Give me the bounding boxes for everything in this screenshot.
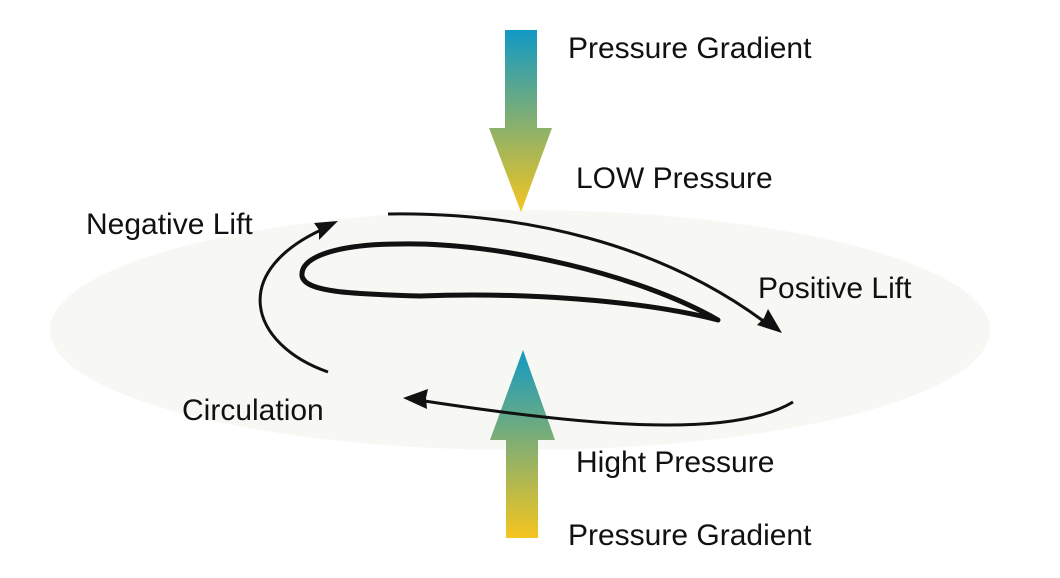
low-pressure-label: LOW Pressure bbox=[576, 162, 773, 195]
upper-flow-arrow bbox=[387, 212, 771, 328]
negative-lift-arrowhead bbox=[314, 221, 338, 240]
pressure-gradient-top-label: Pressure Gradient bbox=[568, 32, 812, 65]
background-haze bbox=[50, 210, 990, 450]
circulation-left-arrow bbox=[258, 224, 331, 374]
circulation-arrowhead bbox=[403, 389, 428, 409]
pressure-gradient-bottom-label: Pressure Gradient bbox=[568, 519, 812, 552]
negative-lift-label: Negative Lift bbox=[86, 208, 253, 241]
circulation-label: Circulation bbox=[182, 394, 324, 427]
circulation-bottom-arrow bbox=[417, 398, 794, 427]
positive-lift-label: Positive Lift bbox=[758, 272, 912, 305]
pressure-gradient-arrow-top bbox=[489, 30, 552, 212]
airfoil-shape bbox=[299, 241, 721, 323]
high-pressure-label: Hight Pressure bbox=[576, 446, 774, 479]
positive-lift-arrowhead bbox=[757, 309, 782, 333]
pressure-gradient-arrow-bottom bbox=[490, 350, 555, 538]
